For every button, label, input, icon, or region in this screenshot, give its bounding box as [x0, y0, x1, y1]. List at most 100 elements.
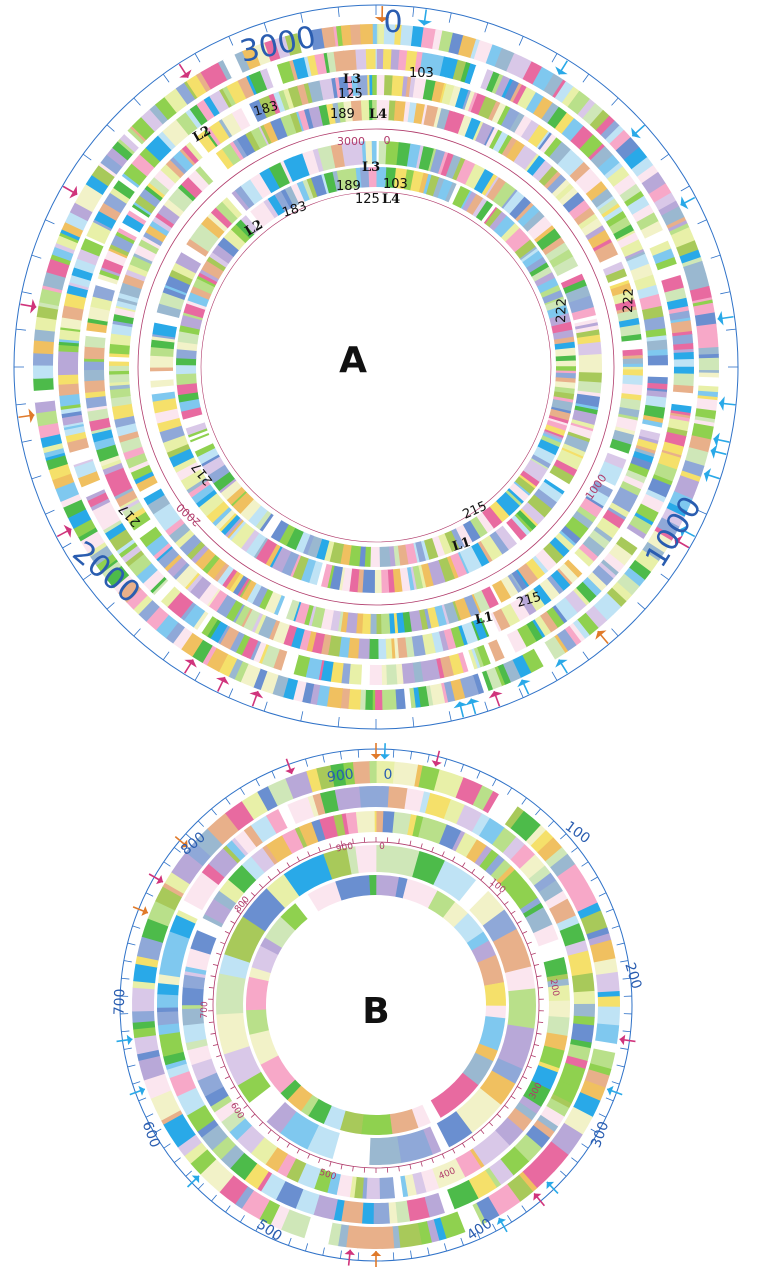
color-segment	[696, 398, 718, 412]
color-segment	[537, 132, 553, 151]
color-segment	[69, 201, 93, 222]
color-segment	[87, 407, 109, 422]
color-segment	[676, 240, 699, 258]
color-segment	[231, 107, 252, 131]
scale-tick	[322, 1247, 325, 1256]
scale-tick	[305, 1243, 309, 1252]
color-segment	[321, 26, 337, 49]
panel-a-label-125-inner: 125	[355, 192, 380, 207]
scale-tick	[420, 843, 423, 849]
scale-tick	[352, 1166, 354, 1172]
scale-tick	[516, 920, 522, 924]
color-segment	[334, 77, 342, 98]
color-segment	[570, 1038, 592, 1049]
color-segment	[186, 573, 203, 593]
color-segment	[557, 265, 583, 284]
color-segment	[401, 662, 416, 684]
color-segment	[118, 541, 138, 558]
color-segment	[118, 430, 140, 443]
color-segment	[602, 509, 625, 529]
color-segment	[587, 229, 611, 250]
color-segment	[368, 1136, 402, 1165]
color-segment	[537, 1114, 559, 1133]
color-segment	[182, 413, 205, 429]
color-segment	[431, 81, 446, 103]
marker-arrow	[555, 659, 568, 674]
color-segment	[466, 839, 487, 864]
color-segment	[258, 643, 269, 664]
color-segment	[261, 514, 282, 538]
color-segment	[622, 355, 643, 360]
color-segment	[306, 177, 318, 199]
color-segment	[672, 384, 694, 395]
scale-tick	[322, 754, 325, 763]
color-segment	[376, 100, 387, 121]
color-segment	[190, 871, 219, 900]
color-segment	[436, 108, 451, 130]
color-segment	[392, 1176, 404, 1199]
scale-tick	[398, 1166, 400, 1172]
color-segment	[235, 219, 255, 239]
color-segment	[417, 686, 430, 708]
scale-tick	[307, 851, 311, 857]
scale-tick	[31, 254, 42, 259]
color-segment	[126, 209, 147, 226]
color-segment	[98, 204, 120, 221]
scale-tick	[228, 688, 234, 698]
color-segment	[218, 478, 237, 494]
scale-tick	[31, 475, 42, 480]
color-segment	[155, 545, 173, 562]
marker-arrow	[453, 701, 468, 718]
color-segment	[73, 518, 96, 538]
scale-tick	[598, 1113, 607, 1118]
color-segment	[538, 578, 560, 601]
color-segment	[132, 1010, 155, 1023]
scale-tick	[526, 941, 532, 945]
color-segment	[207, 152, 229, 176]
scale-tick	[212, 1044, 218, 1047]
color-segment	[198, 492, 224, 517]
color-segment	[531, 454, 551, 469]
color-segment	[296, 111, 305, 132]
color-segment	[227, 658, 243, 680]
color-segment	[234, 830, 257, 854]
scale-tick	[225, 1205, 231, 1213]
color-segment	[220, 480, 242, 501]
color-segment	[217, 625, 231, 645]
scale-tick	[392, 1252, 395, 1261]
color-segment	[84, 335, 106, 349]
color-segment	[392, 811, 412, 835]
scale-tick	[123, 1047, 132, 1050]
scale-tick	[300, 12, 304, 23]
color-segment	[150, 355, 174, 368]
color-segment	[573, 1003, 595, 1018]
color-segment	[206, 500, 230, 524]
scale-tick	[224, 930, 230, 934]
color-segment	[636, 438, 658, 452]
color-segment	[180, 632, 204, 657]
marker-arrow	[285, 758, 296, 775]
color-segment	[269, 545, 283, 568]
color-segment	[555, 355, 576, 362]
color-segment	[197, 272, 218, 285]
color-segment	[233, 660, 249, 683]
color-segment	[570, 516, 589, 532]
color-segment	[607, 447, 629, 461]
color-segment	[241, 1190, 270, 1220]
color-segment	[117, 579, 142, 603]
color-segment	[202, 456, 225, 476]
color-segment	[549, 465, 574, 485]
color-segment	[215, 973, 246, 1015]
color-segment	[395, 663, 404, 685]
color-segment	[418, 172, 429, 194]
color-segment	[391, 75, 405, 97]
color-segment	[253, 537, 269, 559]
color-segment	[492, 928, 532, 974]
color-segment	[668, 306, 690, 315]
scale-tick	[127, 1064, 136, 1068]
color-segment	[520, 88, 537, 110]
color-segment	[595, 971, 620, 993]
color-segment	[111, 323, 133, 337]
scale-tick	[431, 1158, 434, 1164]
color-segment	[548, 984, 570, 1002]
